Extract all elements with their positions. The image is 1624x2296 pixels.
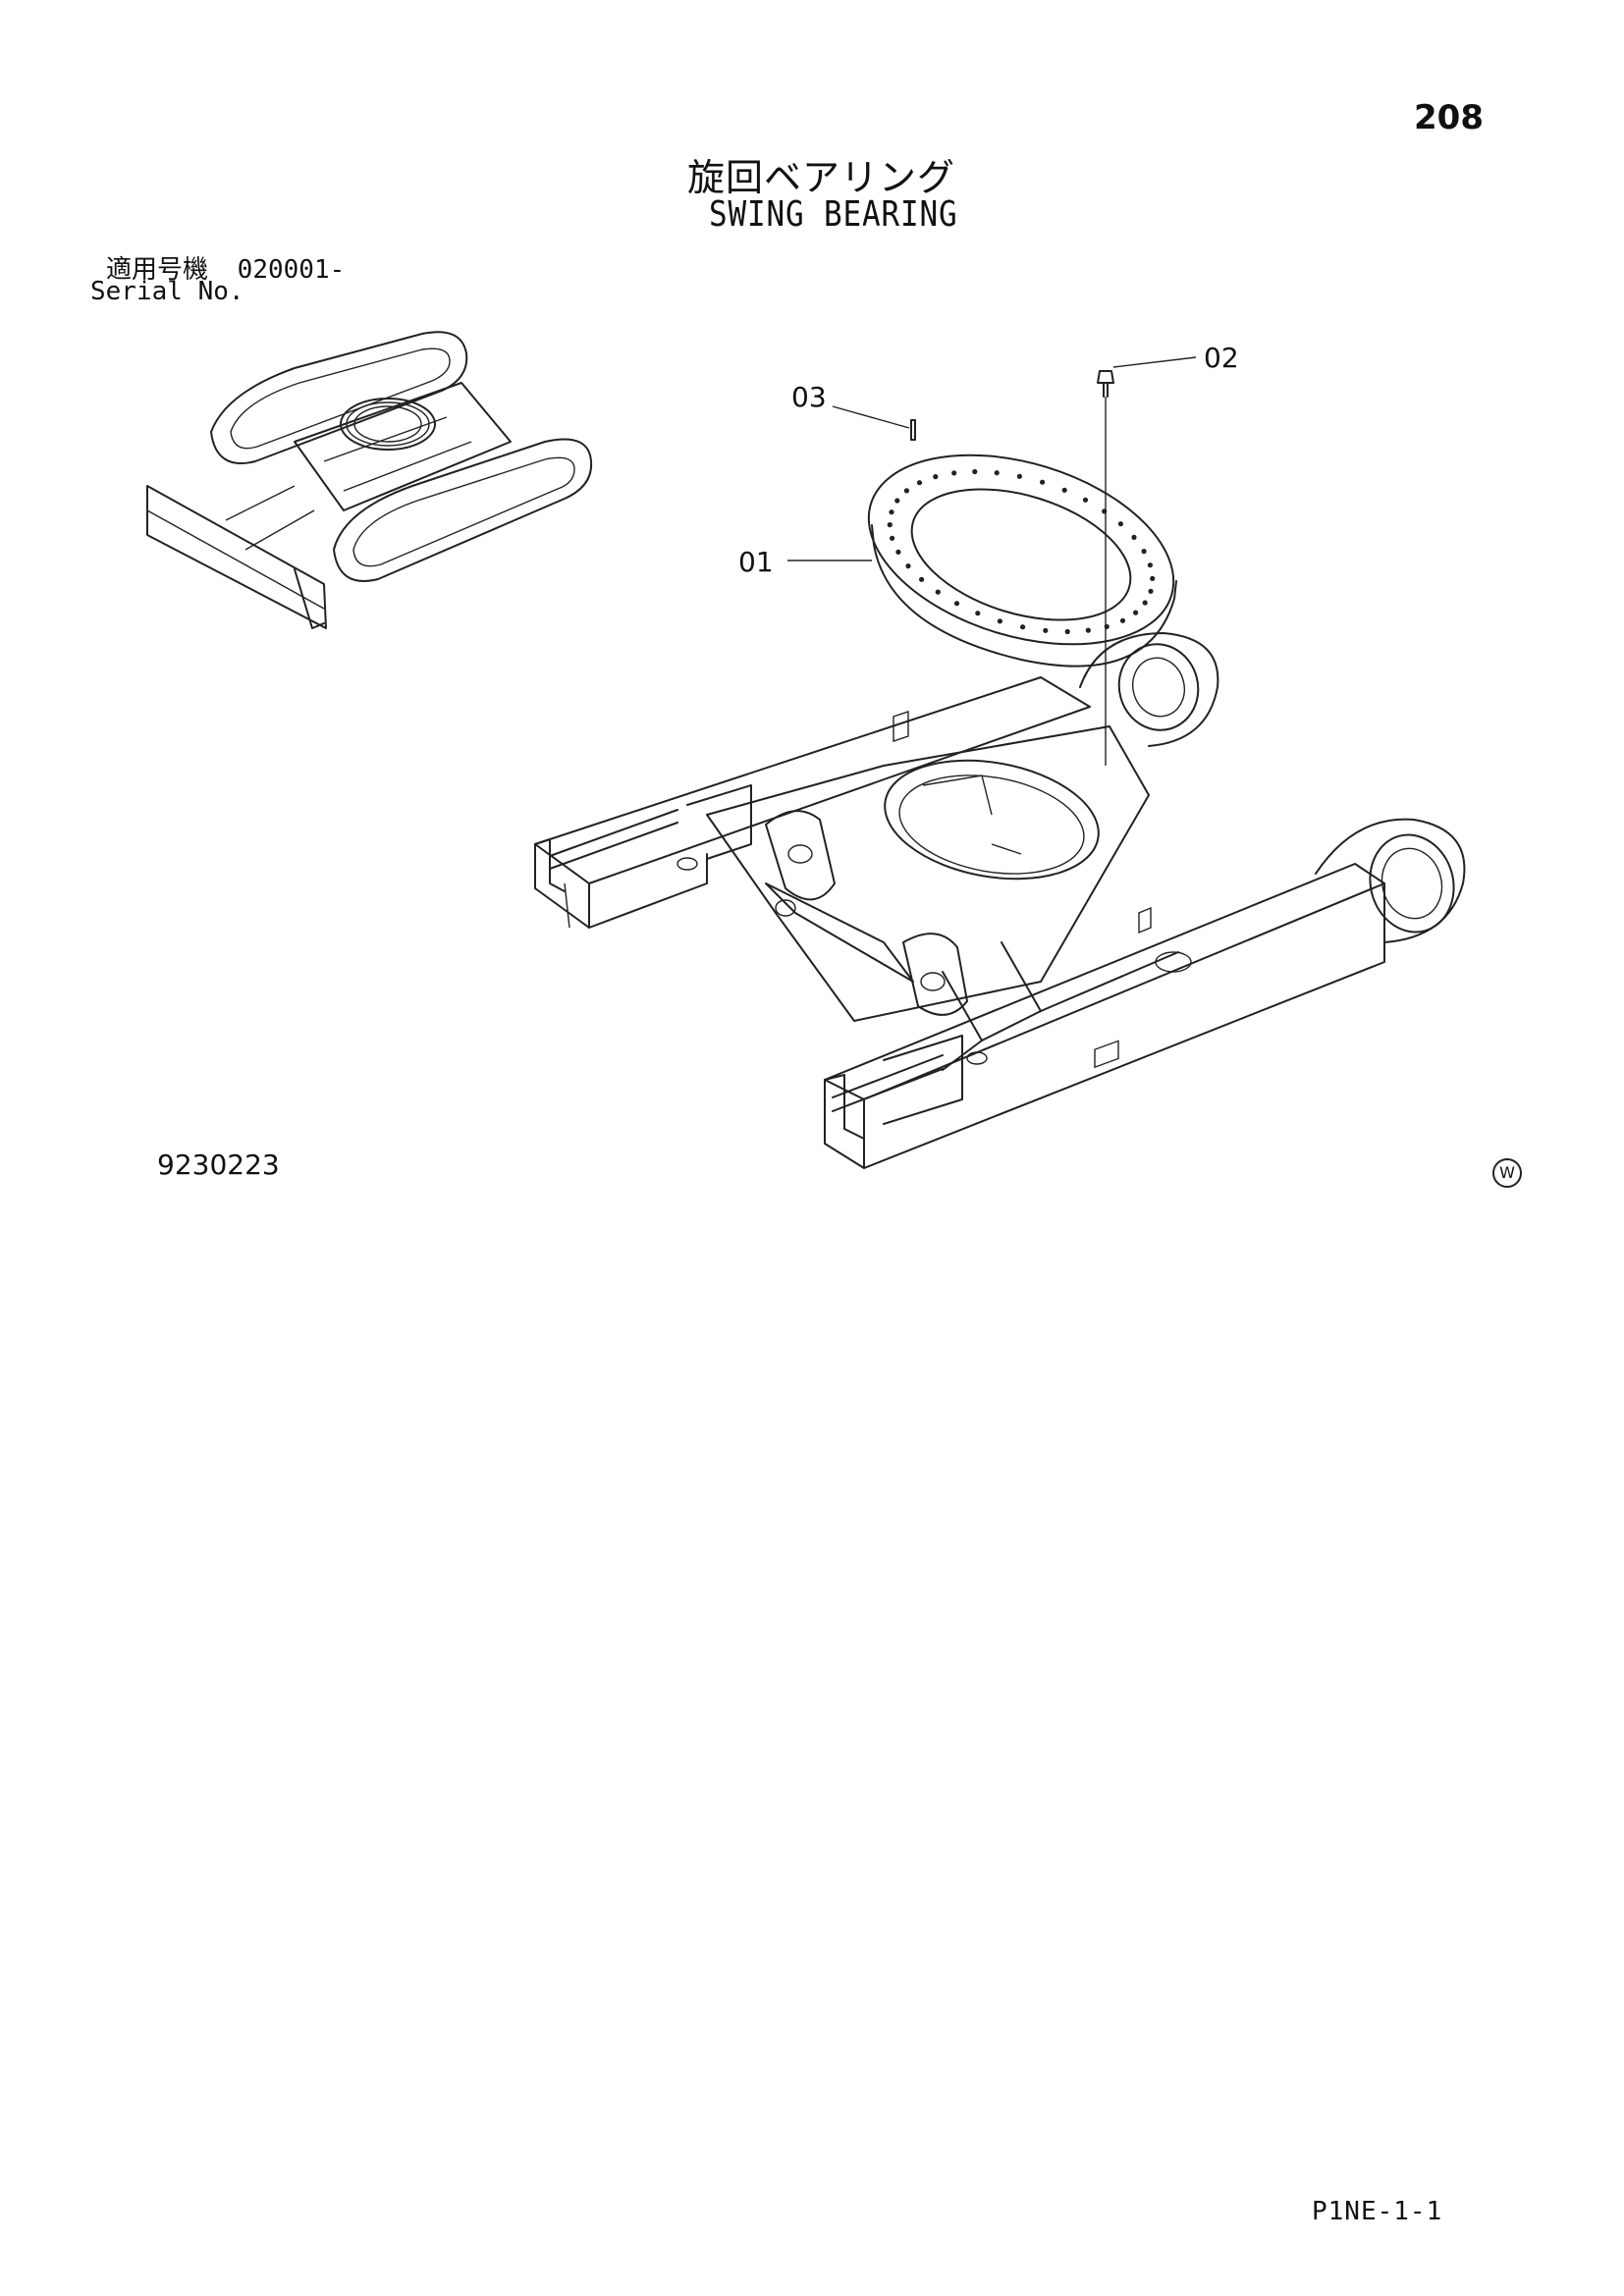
bolt-hole xyxy=(1061,487,1067,493)
page-code: P1NE-1-1 xyxy=(1312,2197,1443,2226)
bolt-hole xyxy=(1043,627,1049,633)
callout-02: 02 xyxy=(1204,342,1239,374)
bolt-hole xyxy=(972,468,978,475)
bolt-hole xyxy=(903,488,910,494)
bolt-hole xyxy=(1141,549,1147,555)
pin-illustration xyxy=(910,419,916,441)
serial-label-japanese: 適用号機 xyxy=(106,255,209,285)
bolt-hole xyxy=(1085,627,1091,633)
serial-applicability: 適用号機 020001- xyxy=(106,249,345,286)
bolt-hole xyxy=(1016,473,1022,479)
bolt-hole xyxy=(895,549,901,556)
bolt-hole xyxy=(1148,588,1154,594)
circle-w-mark: W xyxy=(1492,1158,1522,1188)
bolt-hole xyxy=(1040,479,1046,485)
page-number: 208 xyxy=(1414,98,1484,137)
bolt-hole xyxy=(905,563,911,569)
callout-01: 01 xyxy=(738,546,774,578)
serial-label-english: Serial No. xyxy=(90,277,244,306)
bolt-hole xyxy=(953,601,960,607)
callout-03: 03 xyxy=(791,381,827,413)
bolt-hole xyxy=(933,474,939,480)
bolt-hole xyxy=(994,470,1000,476)
bolt-hole xyxy=(1150,575,1156,582)
bolt-hole xyxy=(1117,521,1123,527)
bolt-hole xyxy=(1119,617,1126,623)
bolt-hole xyxy=(1064,628,1070,635)
leader-line-02 xyxy=(1112,356,1197,368)
bolt-hole xyxy=(916,480,923,486)
figure-id: 9230223 xyxy=(157,1148,280,1181)
track-frame-illustration xyxy=(534,632,1466,1169)
page-title-japanese: 旋回ベアリング xyxy=(687,156,956,199)
bolt-hole xyxy=(1133,610,1139,615)
bolt-illustration xyxy=(1097,370,1114,766)
bolt-hole xyxy=(887,522,893,528)
bolt-hole xyxy=(1131,534,1137,541)
bolt-hole xyxy=(1142,600,1148,606)
leader-line-03 xyxy=(832,405,910,429)
serial-value: 020001- xyxy=(237,255,346,285)
bolt-hole xyxy=(889,509,894,515)
overview-undercarriage-illustration xyxy=(146,331,593,629)
bolt-hole xyxy=(951,470,957,476)
bolt-hole xyxy=(894,498,900,504)
bolt-hole xyxy=(919,576,925,582)
swing-bearing-ring-illustration xyxy=(867,454,1177,667)
bolt-hole xyxy=(1020,624,1026,630)
bolt-hole xyxy=(890,535,895,541)
bolt-hole xyxy=(1147,562,1153,568)
bolt-hole xyxy=(935,589,941,595)
bolt-hole xyxy=(1082,497,1089,503)
bolt-hole xyxy=(975,611,981,616)
page-title-english: SWING BEARING xyxy=(709,194,958,235)
bolt-hole xyxy=(997,618,1003,624)
